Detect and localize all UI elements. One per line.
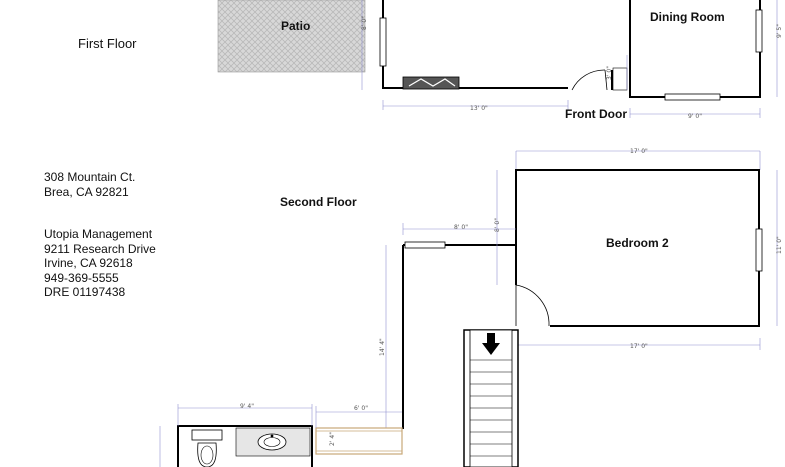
bathroom-walls [177, 425, 313, 467]
dim-bedroom-bottom: 17' 0" [630, 343, 648, 350]
dim-dining-bottom: 9' 0" [688, 113, 702, 120]
dim-bath-width: 9' 4" [240, 403, 254, 410]
hall-top-dimension: 8' 0" [402, 223, 516, 235]
hall-walls [402, 245, 404, 429]
bath-width-dimension: 9' 4" [177, 403, 313, 426]
dim-patio-side: 8' 0" [361, 16, 368, 30]
bedroom-walls [403, 169, 760, 327]
management-contact: Utopia Management 9211 Research Drive Ir… [44, 227, 156, 300]
hall-window [404, 241, 446, 249]
stairs-down-arrow-icon [482, 333, 500, 355]
front-door-swing [571, 69, 608, 91]
management-street: 9211 Research Drive [44, 241, 156, 256]
address-line: Brea, CA 92821 [44, 184, 129, 199]
second-floor-label: Second Floor [280, 195, 357, 209]
management-phone: 949-369-5555 [44, 270, 119, 285]
patio-label: Patio [281, 19, 311, 33]
door-small-dimension: 3' 0" [606, 55, 628, 90]
dim-front-wall: 13' 0" [470, 105, 488, 112]
first-floor-label: First Floor [78, 36, 137, 51]
management-name: Utopia Management [44, 227, 153, 241]
management-city: Irvine, CA 92618 [44, 256, 133, 270]
dining-side-dimension: 9' 5" [776, 0, 783, 97]
dining-bottom-window [664, 93, 721, 101]
bedroom-door-swing [515, 284, 550, 327]
front-door-label: Front Door [565, 107, 627, 121]
hall-long-dimension: 14' 4" [379, 245, 387, 428]
hall-side-dimension: 8' 0" [494, 170, 501, 285]
toilet [191, 429, 223, 467]
property-address: 308 Mountain Ct. Brea, CA 92821 [44, 170, 135, 199]
dim-bedroom-top: 17' 0" [630, 148, 648, 155]
bedroom-2-label: Bedroom 2 [606, 236, 669, 250]
bedroom-side-dimension: 11' 0" [776, 170, 783, 326]
bedroom-window [755, 228, 763, 272]
patio-side-dimension: 8' 0" [361, 0, 368, 90]
management-license: DRE 01197438 [44, 285, 126, 299]
patio-area [217, 0, 366, 73]
dim-closet-width: 6' 0" [354, 405, 368, 412]
dining-room-label: Dining Room [650, 10, 725, 24]
patio-window [379, 17, 387, 67]
bedroom-bottom-dimension: 17' 0" [515, 338, 761, 350]
dim-hall-side: 8' 0" [494, 218, 501, 232]
dim-hall-long: 14' 4" [379, 338, 386, 356]
closet [315, 427, 403, 455]
dim-hall-top: 8' 0" [454, 224, 468, 231]
dining-bottom-dimension: 9' 0" [629, 108, 761, 120]
bedroom-top-dimension: 17' 0" [515, 148, 761, 170]
front-wall-dimension: 13' 0" [382, 100, 569, 112]
dim-door-small: 3' 0" [606, 66, 613, 80]
address-line: 308 Mountain Ct. [44, 170, 136, 184]
dim-closet-depth: 2' 4" [329, 432, 336, 446]
vanity-sink [235, 427, 311, 457]
fireplace [402, 76, 460, 90]
dim-bedroom-side: 11' 0" [776, 236, 783, 254]
door-frame [612, 67, 628, 91]
dining-side-window [755, 9, 763, 53]
dim-dining-side: 9' 5" [776, 24, 783, 38]
closet-width-dimension: 6' 0" [315, 405, 402, 428]
